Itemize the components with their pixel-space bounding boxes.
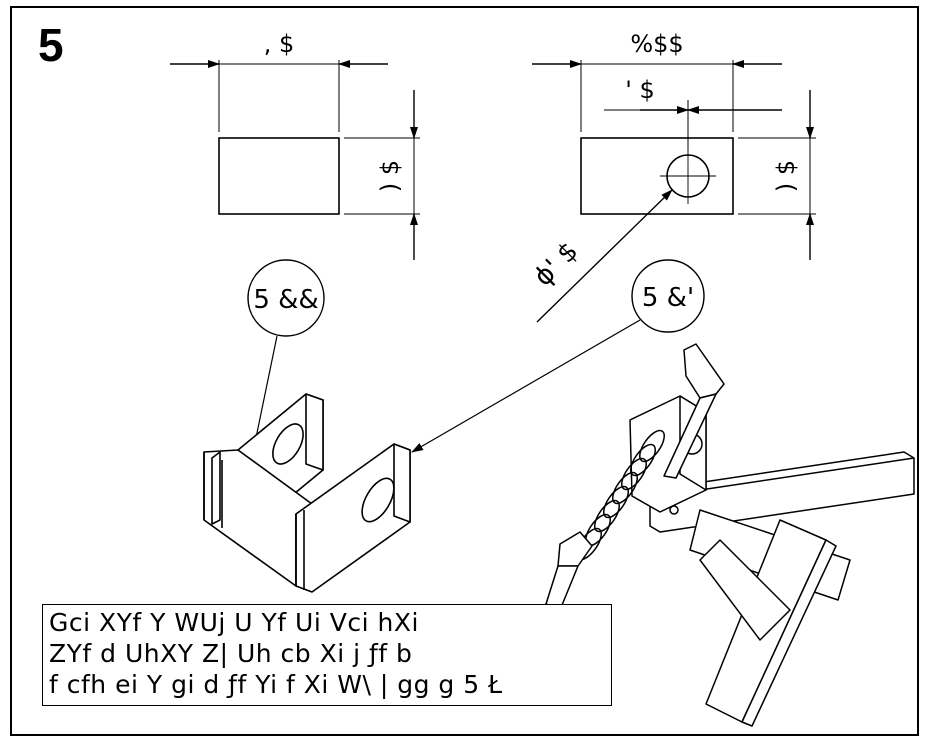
callout-part-a: 5 &&	[247, 259, 325, 337]
hole-leader	[536, 189, 673, 323]
note-line-3: f cfh ei Y gi d ƒf Yi f Xi W\ | gg g 5 Ł	[49, 670, 503, 699]
dim-left-width: , $	[264, 30, 295, 58]
note-line-2: ZYf d UhXY Z| Uh cb Xi j ƒf b	[49, 639, 413, 668]
left-plate-view	[170, 60, 420, 260]
drawing-frame	[10, 6, 919, 736]
instruction-note: Gci XYf Y WUj U Yf Ui Vci hXi ZYf d UhXY…	[42, 604, 612, 706]
dim-hole-offset: ' $	[625, 76, 655, 104]
step-number: 5	[38, 19, 64, 71]
right-plate-outline	[580, 137, 734, 215]
left-plate-outline	[218, 137, 340, 215]
dim-right-width: %$$	[630, 30, 683, 58]
callout-part-a-label: 5 &&	[253, 285, 318, 315]
callout-part-b: 5 &'	[631, 259, 705, 333]
callout-part-b-label: 5 &'	[642, 283, 694, 313]
dim-right-height: ) $	[772, 160, 800, 192]
note-line-1: Gci XYf Y WUj U Yf Ui Vci hXi	[49, 608, 419, 637]
dim-left-height: ) $	[376, 160, 404, 192]
right-plate-view	[532, 60, 816, 323]
assembly-illustration	[539, 343, 915, 727]
u-bracket	[203, 393, 411, 593]
